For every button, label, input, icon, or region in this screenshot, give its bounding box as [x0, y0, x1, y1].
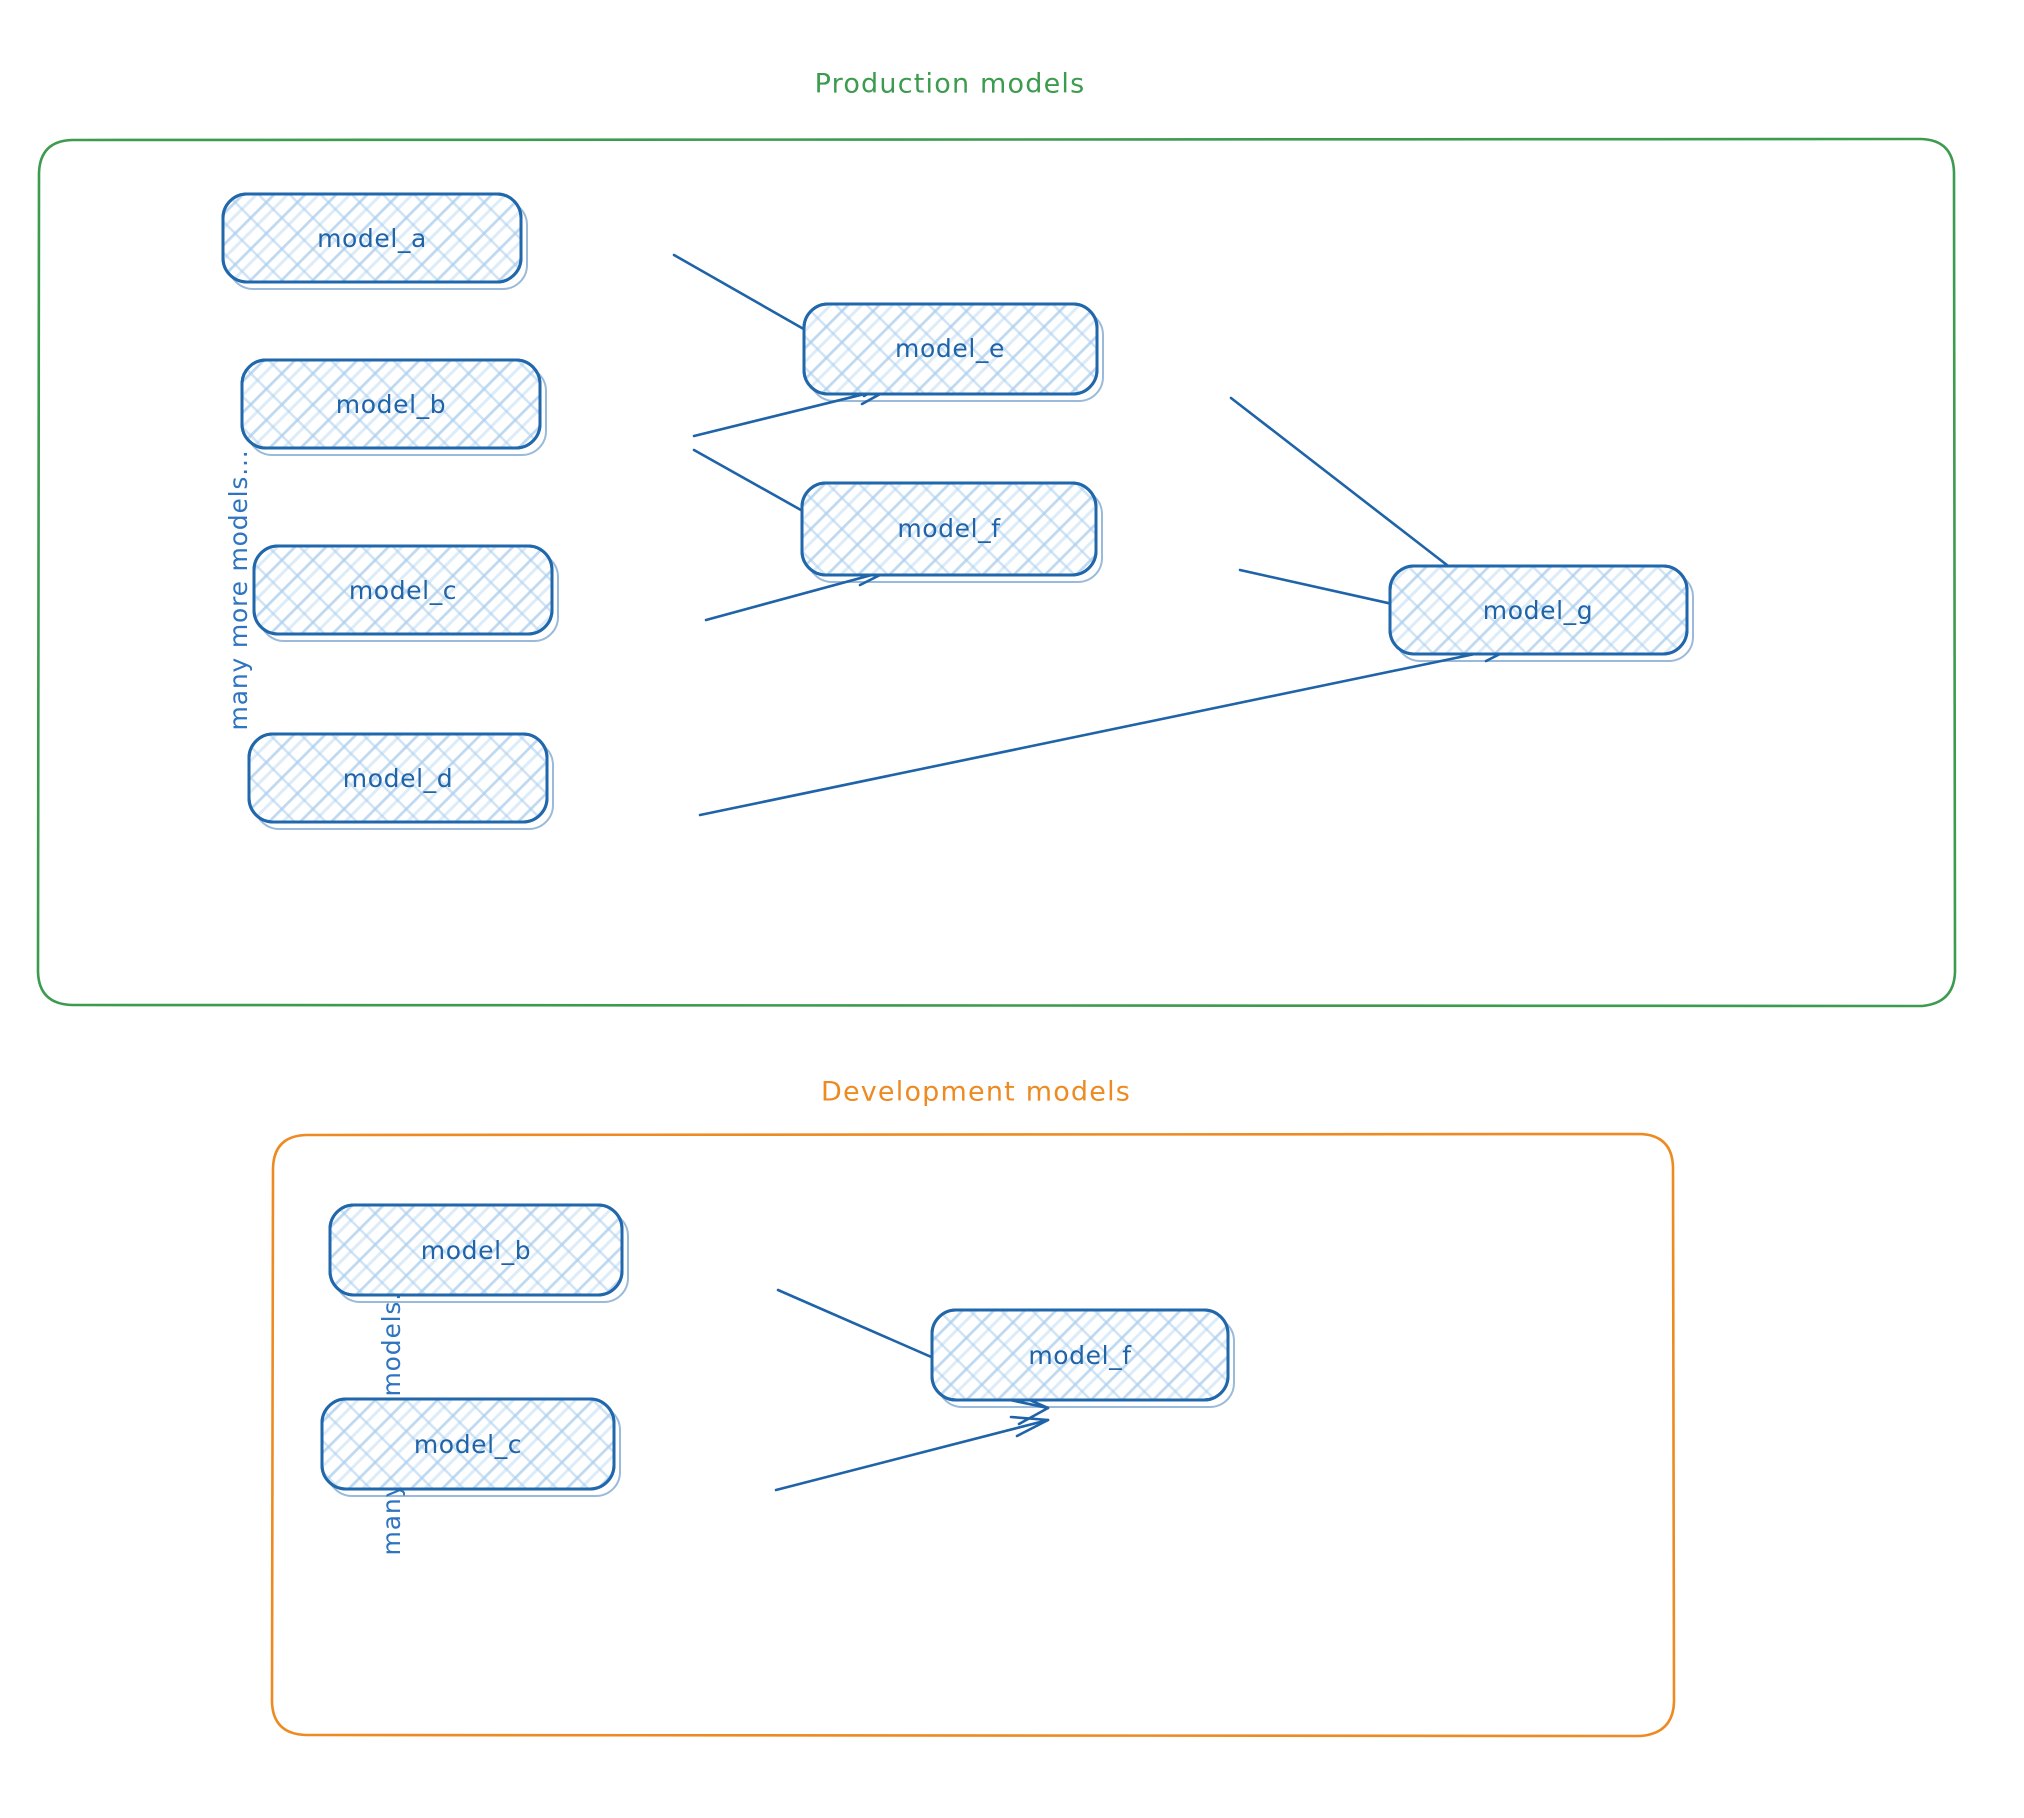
node-label-dev-model-b: model_b	[421, 1236, 531, 1265]
node-label-dev-model-c: model_c	[414, 1430, 522, 1459]
node-prod-model-b[interactable]: model_b	[240, 358, 547, 456]
development-nodes: model_b model_c model_f	[320, 1203, 1235, 1497]
node-label-prod-model-b: model_b	[336, 390, 446, 419]
production-side-label: many more models...	[224, 450, 253, 731]
production-group-title: Production models	[815, 69, 1086, 100]
node-label-prod-model-g: model_g	[1483, 596, 1593, 625]
node-dev-model-c[interactable]: model_c	[320, 1397, 621, 1497]
node-label-prod-model-a: model_a	[317, 224, 427, 253]
production-nodes: model_a model_b model_c	[221, 192, 1694, 830]
node-prod-model-f[interactable]: model_f	[800, 481, 1103, 583]
node-dev-model-b[interactable]: model_b	[328, 1203, 629, 1303]
node-prod-model-g[interactable]: model_g	[1388, 564, 1694, 662]
edge-model-c-to-model-f	[704, 568, 892, 622]
node-label-prod-model-c: model_c	[349, 576, 457, 605]
node-label-prod-model-f: model_f	[897, 514, 1001, 543]
node-prod-model-c[interactable]: model_c	[252, 544, 559, 642]
node-label-prod-model-e: model_e	[895, 334, 1005, 363]
node-dev-model-f[interactable]: model_f	[930, 1308, 1235, 1408]
group-production: Production models many more models...	[36, 69, 1957, 1008]
node-prod-model-d[interactable]: model_d	[247, 732, 554, 830]
node-label-prod-model-d: model_d	[343, 764, 453, 793]
node-prod-model-a[interactable]: model_a	[221, 192, 528, 290]
development-group-frame	[270, 1132, 1676, 1738]
group-development: Development models many more models... m…	[270, 1077, 1676, 1738]
node-prod-model-e[interactable]: model_e	[802, 302, 1104, 402]
edge-dev-model-c-to-model-f	[774, 1418, 1050, 1492]
edge-model-d-to-model-g	[698, 643, 1520, 817]
arrowhead-dev-model-c-to-model-f	[1009, 1415, 1050, 1438]
development-group-title: Development models	[821, 1077, 1131, 1108]
node-label-dev-model-f: model_f	[1028, 1341, 1132, 1370]
production-group-frame	[36, 137, 1957, 1008]
